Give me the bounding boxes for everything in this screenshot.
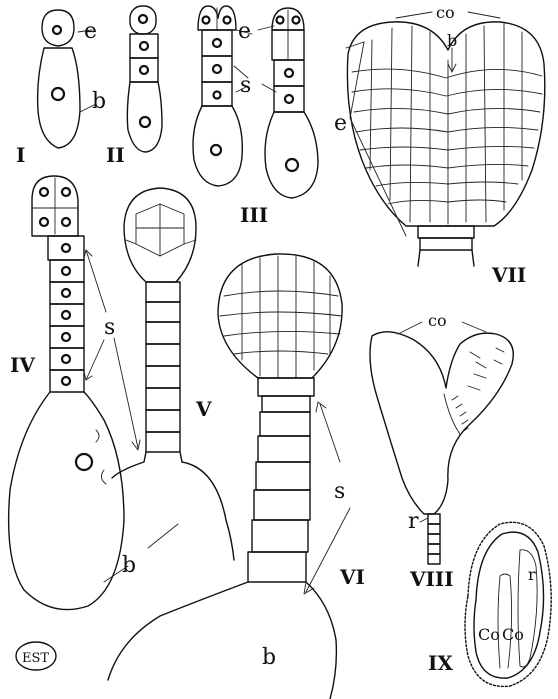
- panel-label-ix: IX: [428, 651, 453, 675]
- panel-label-viii: VIII: [409, 567, 454, 591]
- panel-label-v: V: [195, 397, 212, 421]
- label-s-panel-iii: s: [240, 73, 251, 98]
- label-co-panel-viii: co: [428, 311, 447, 330]
- label-r-panel-viii: r: [408, 509, 419, 534]
- label-s-panel-iv: s: [104, 315, 115, 340]
- label-b-panel-iv: b: [122, 553, 136, 578]
- label-b-panel-i: b: [92, 89, 106, 114]
- label-p-panel-vii: b: [447, 31, 457, 50]
- monogram-text: EST: [22, 651, 49, 666]
- panel-v-drawing: [112, 188, 234, 560]
- panel-label-ii: II: [106, 143, 125, 167]
- label-co-right-panel-ix: Co: [502, 625, 524, 644]
- label-e-panel-iii: e: [238, 19, 251, 44]
- label-b-panel-vi: b: [262, 645, 276, 670]
- label-s-panel-vi: s: [334, 479, 345, 504]
- panel-vii-drawing: [346, 12, 545, 266]
- panel-label-vii: VII: [491, 263, 526, 287]
- label-e-panel-vii: e: [334, 111, 347, 136]
- panel-iii-drawing: [193, 6, 318, 198]
- panel-viii-drawing: [370, 322, 513, 564]
- panel-iv-drawing: [9, 176, 178, 610]
- panel-label-vi: VI: [339, 565, 365, 589]
- panel-ix-drawing: [465, 522, 551, 686]
- label-r-panel-ix: r: [528, 565, 536, 584]
- panel-ii-drawing: [127, 6, 162, 152]
- panel-label-i: I: [16, 143, 25, 167]
- label-co-left-panel-ix: Co: [478, 625, 500, 644]
- panel-vi-drawing: [108, 254, 350, 699]
- label-co-panel-vii: co: [436, 3, 455, 22]
- panel-label-iii: III: [240, 203, 268, 227]
- panel-label-iv: IV: [10, 353, 35, 377]
- label-e-top: e: [84, 19, 97, 44]
